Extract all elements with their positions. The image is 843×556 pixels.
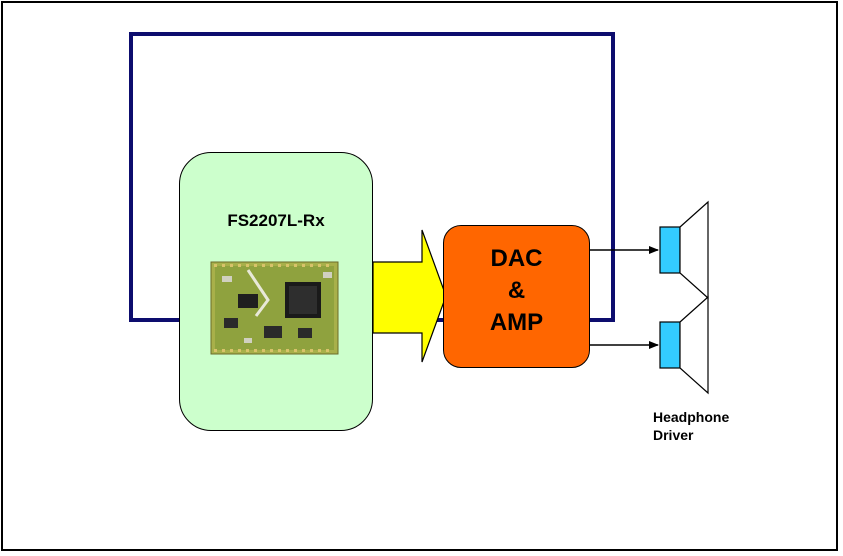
headphone-label-line-2: Driver <box>653 427 694 443</box>
dac-amp-block <box>443 225 590 368</box>
speaker-icon <box>659 295 709 395</box>
dac-label-line-2: & <box>507 277 526 304</box>
receiver-module-label: FS2207L-Rx <box>227 211 325 230</box>
dac-label-line-3: AMP <box>489 309 544 336</box>
headphone-label-line-1: Headphone <box>653 409 730 425</box>
dac-amp-label: DAC & AMP <box>443 243 590 339</box>
speaker-icon <box>659 200 709 300</box>
dac-label-line-1: DAC <box>490 245 543 272</box>
data-bus-arrow <box>372 229 447 363</box>
headphone-driver-label: Headphone Driver <box>653 408 793 444</box>
pcb-module-photo <box>210 261 339 355</box>
